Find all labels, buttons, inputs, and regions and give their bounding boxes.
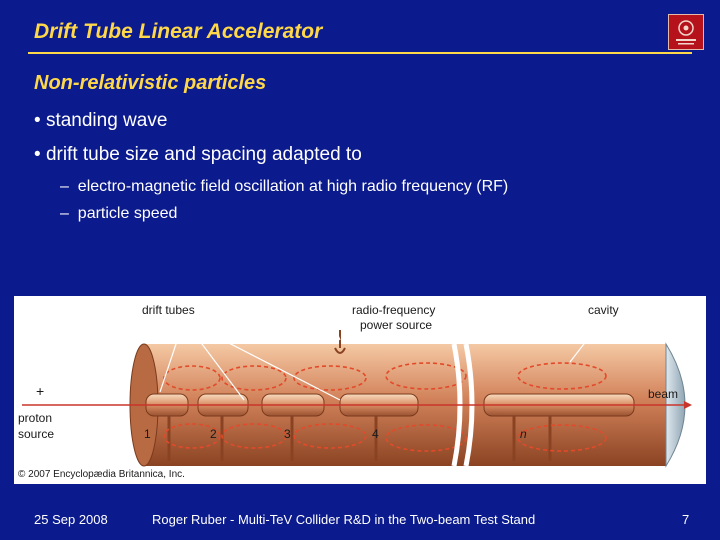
tube-number: 1 bbox=[144, 427, 151, 441]
cavity-label: cavity bbox=[588, 303, 619, 317]
tube-number: 4 bbox=[372, 427, 379, 441]
footer-date: 25 Sep 2008 bbox=[34, 512, 108, 527]
rf-field-loops bbox=[163, 362, 607, 452]
sub-bullet-text: electro-magnetic field oscillation at hi… bbox=[77, 178, 509, 195]
page-number: 7 bbox=[682, 512, 690, 527]
label-pointers bbox=[159, 317, 605, 401]
copyright-notice: © 2007 Encyclopædia Britannica, Inc. bbox=[18, 469, 185, 480]
rf-label-line2: power source bbox=[360, 318, 432, 332]
sub-bullet-item: – particle speed bbox=[60, 205, 178, 222]
tube-number: 2 bbox=[210, 427, 217, 441]
footer-presenter: Roger Ruber - Multi-TeV Collider R&D in … bbox=[152, 512, 536, 527]
bullet-text: standing wave bbox=[45, 110, 168, 131]
proton-label: proton bbox=[18, 411, 52, 425]
plus-sign-label: + bbox=[36, 383, 44, 399]
tube-number: n bbox=[520, 427, 527, 441]
bullet-text: drift tube size and spacing adapted to bbox=[45, 144, 362, 165]
slide-title: Drift Tube Linear Accelerator bbox=[34, 20, 323, 43]
beam-label: beam bbox=[648, 387, 678, 401]
section-heading: Non-relativistic particles bbox=[34, 72, 267, 94]
sub-bullet-text: particle speed bbox=[77, 205, 178, 222]
rf-label-line1: radio-frequency bbox=[352, 303, 435, 317]
drift-tube-linac-illustration: drift tubes radio-frequency power source… bbox=[14, 296, 706, 484]
beam-line bbox=[22, 401, 692, 409]
drift-tubes-label: drift tubes bbox=[142, 303, 195, 317]
source-label: source bbox=[18, 427, 54, 441]
bullet-item: • drift tube size and spacing adapted to bbox=[34, 144, 362, 165]
title-divider bbox=[28, 52, 692, 54]
bullet-item: • standing wave bbox=[34, 110, 168, 131]
tube-number: 3 bbox=[284, 427, 291, 441]
sub-bullet-item: – electro-magnetic field oscillation at … bbox=[60, 178, 509, 195]
university-logo bbox=[668, 14, 704, 50]
